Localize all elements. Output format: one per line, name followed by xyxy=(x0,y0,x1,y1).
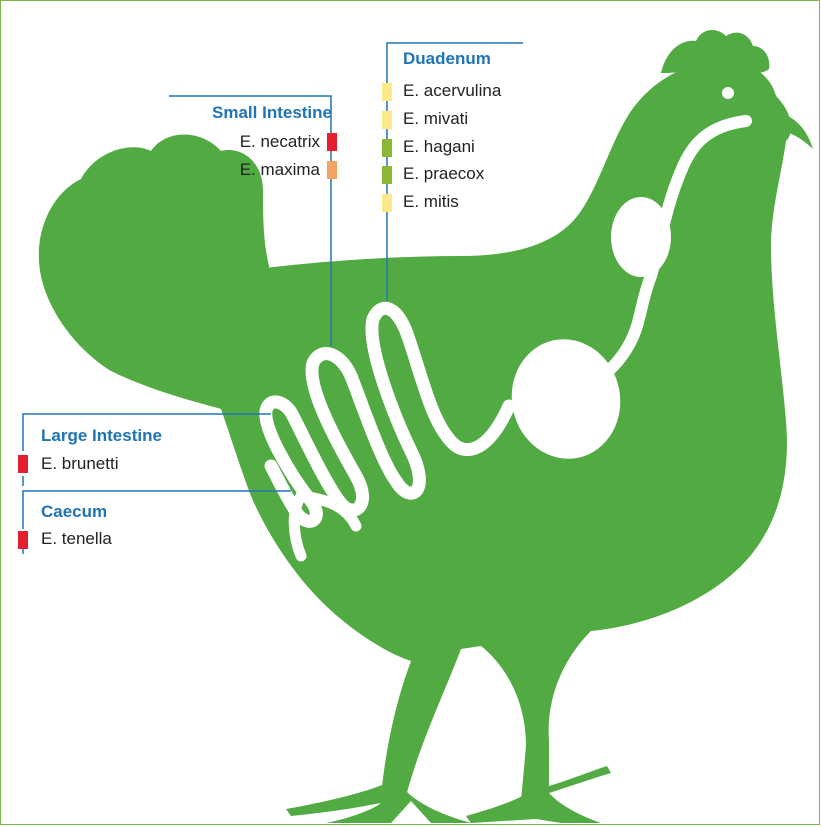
species-label: E. mivati xyxy=(403,109,468,129)
species-label: E. praecox xyxy=(403,164,484,184)
species-label: E. necatrix xyxy=(240,132,320,152)
species-label: E. tenella xyxy=(41,529,112,549)
severity-swatch xyxy=(327,133,337,151)
species-label: E. acervulina xyxy=(403,81,501,101)
severity-swatch xyxy=(382,83,392,101)
severity-swatch xyxy=(18,455,28,473)
species-label: E. brunetti xyxy=(41,454,119,474)
large-intestine-title: Large Intestine xyxy=(41,426,162,446)
chicken-comb xyxy=(661,30,769,73)
chicken-eye xyxy=(722,87,734,99)
small-intestine-title: Small Intestine xyxy=(212,103,332,123)
caecum-title: Caecum xyxy=(41,502,107,522)
severity-swatch xyxy=(382,139,392,157)
severity-swatch xyxy=(327,161,337,179)
species-label: E. maxima xyxy=(240,160,320,180)
species-label: E. mitis xyxy=(403,192,459,212)
severity-swatch xyxy=(382,166,392,184)
severity-swatch xyxy=(382,194,392,212)
duadenum-title: Duadenum xyxy=(403,49,491,69)
species-label: E. hagani xyxy=(403,137,475,157)
crop xyxy=(611,197,671,277)
severity-swatch xyxy=(382,111,392,129)
severity-swatch xyxy=(18,531,28,549)
chicken-left-foot xyxy=(286,781,471,823)
